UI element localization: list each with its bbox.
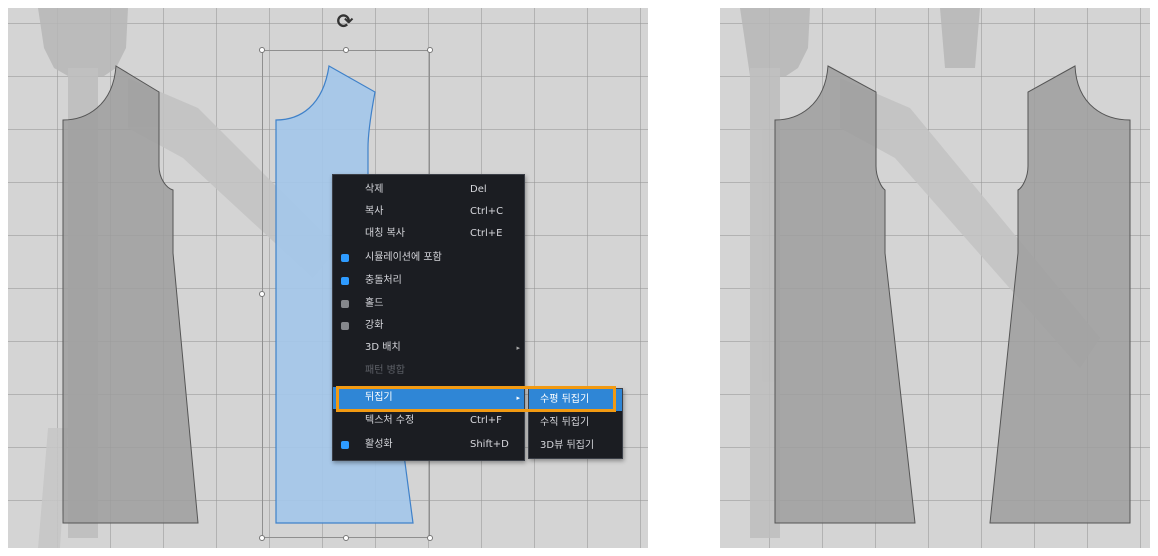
menu-item-label: 활성화 [365,439,393,450]
submenu-item-label: 수평 뒤집기 [540,394,590,405]
menu-item-label: 시뮬레이션에 포함 [365,252,442,263]
flip-submenu: 수평 뒤집기 수직 뒤집기 3D뷰 뒤집기 [528,388,623,459]
checkbox-on-icon [341,254,349,262]
bbox-handle-bottom-right[interactable] [427,535,433,541]
menu-item-label: 3D 배치 [365,342,401,353]
checkbox-on-icon [341,441,349,449]
context-menu: 삭제 Del 복사 Ctrl+C 대칭 복사 Ctrl+E 시뮬레이션에 포함 … [332,174,525,461]
menu-item-label: 복사 [365,206,384,217]
menu-item-shortcut: Ctrl+C [470,206,504,217]
checkbox-on-icon [341,277,349,285]
submenu-item-flip-vertical[interactable]: 수직 뒤집기 [529,412,622,434]
menu-item-mirror-copy[interactable]: 대칭 복사 Ctrl+E [333,223,524,245]
menu-item-label: 뒤집기 [365,392,393,403]
menu-item-edit-texture[interactable]: 텍스처 수정 Ctrl+F [333,410,524,432]
menu-item-label: 삭제 [365,184,384,195]
chevron-right-icon: ▸ [516,394,520,402]
chevron-right-icon: ▸ [516,344,520,352]
pattern-piece-flipped[interactable] [989,65,1131,524]
bbox-handle-top-right[interactable] [427,47,433,53]
bbox-handle-top-left[interactable] [259,47,265,53]
pattern-piece-left-front[interactable] [62,65,199,524]
pattern-piece-left-front[interactable] [774,65,916,524]
menu-item-shortcut: Shift+D [470,439,509,450]
checkbox-off-icon [341,322,349,330]
menu-item-merge-patterns: 패턴 병합 [333,360,524,382]
submenu-item-flip-3d-view[interactable]: 3D뷰 뒤집기 [529,435,622,457]
menu-item-hold[interactable]: 홀드 [333,293,524,315]
menu-item-delete[interactable]: 삭제 Del [333,179,524,201]
submenu-item-label: 수직 뒤집기 [540,417,590,428]
submenu-item-label: 3D뷰 뒤집기 [540,440,595,451]
menu-item-copy[interactable]: 복사 Ctrl+C [333,201,524,223]
menu-item-flip[interactable]: 뒤집기 ▸ [333,387,524,409]
menu-item-3d-arrangement[interactable]: 3D 배치 ▸ [333,337,524,359]
pattern-window-before[interactable]: ⟳ [8,8,648,548]
callout-highlight-box [336,386,616,412]
menu-item-label: 대칭 복사 [365,228,405,239]
menu-item-shortcut: Ctrl+E [470,228,503,239]
menu-item-label: 충돌처리 [365,275,402,286]
bbox-handle-bottom-left[interactable] [259,535,265,541]
menu-item-shortcut: Del [470,184,487,195]
bbox-handle-bottom-center[interactable] [343,535,349,541]
pattern-canvas-result[interactable] [720,8,1150,548]
menu-item-include-in-simulation[interactable]: 시뮬레이션에 포함 [333,247,524,269]
menu-item-reinforce[interactable]: 강화 [333,315,524,337]
menu-item-shortcut: Ctrl+F [470,415,502,426]
menu-item-label: 텍스처 수정 [365,415,415,426]
menu-item-label: 패턴 병합 [365,365,405,376]
submenu-item-flip-horizontal[interactable]: 수평 뒤집기 [529,389,622,411]
rotate-icon[interactable]: ⟳ [336,9,354,33]
menu-item-collision[interactable]: 충돌처리 [333,270,524,292]
menu-item-activate[interactable]: 활성화 Shift+D [333,434,524,456]
pattern-window-after[interactable] [720,8,1150,548]
checkbox-off-icon [341,300,349,308]
menu-item-label: 홀드 [365,298,384,309]
bbox-handle-top-center[interactable] [343,47,349,53]
bbox-handle-middle-left[interactable] [259,291,265,297]
menu-item-label: 강화 [365,320,384,331]
